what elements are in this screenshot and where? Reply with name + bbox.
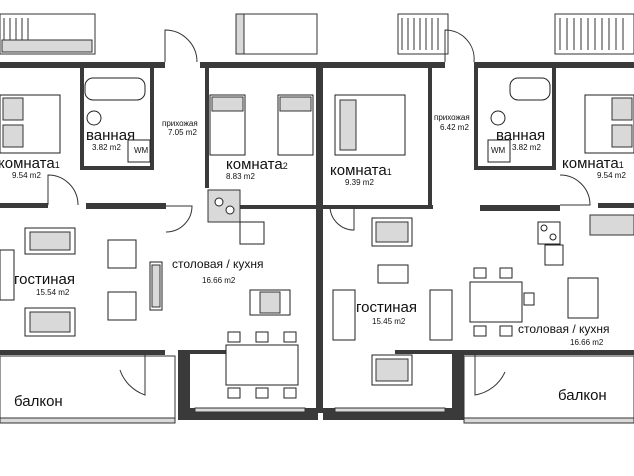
bath-fixtures-left — [84, 77, 151, 163]
room-mid-name: комната1 — [330, 162, 392, 179]
kitchen-left — [149, 189, 291, 316]
living-left-area: 15.54 m2 — [36, 288, 70, 297]
kitchen-right — [537, 214, 634, 319]
living-mid-furniture — [332, 217, 453, 386]
dining-left-area: 16.66 m2 — [202, 276, 236, 285]
hall-left-area: 7.05 m2 — [168, 128, 197, 137]
hall-right-name: прихожая — [434, 113, 470, 122]
bath-fixtures-right — [487, 77, 551, 163]
dining-right-area: 16.66 m2 — [570, 338, 604, 347]
room-2-name: комната2 — [226, 156, 288, 173]
doors — [47, 29, 591, 396]
dining-table-right — [469, 267, 535, 337]
bed-mid — [334, 94, 406, 156]
dining-left-name: столовая / кухня — [172, 257, 264, 271]
bath-right-name: ванная — [496, 127, 546, 144]
room-2-area: 8.83 m2 — [226, 172, 255, 181]
top-balcony-right — [554, 13, 634, 55]
bed-room2 — [209, 94, 314, 156]
bottom-balcony-left — [0, 355, 176, 424]
bath-left-name: ванная — [86, 127, 136, 144]
windows — [194, 407, 446, 413]
balcony-left-name: балкон — [14, 393, 63, 410]
bottom-balcony-right — [463, 355, 634, 424]
room-right-name: комната1 — [562, 155, 624, 172]
living-mid-area: 15.45 m2 — [372, 317, 406, 326]
bed-right — [584, 94, 634, 154]
room-left-area: 9.54 m2 — [12, 171, 41, 180]
top-balcony-center-right — [397, 13, 449, 55]
bed-left — [0, 94, 61, 154]
living-mid-name: гостиная — [356, 299, 417, 316]
room-left-name: комната1 — [0, 155, 60, 172]
top-balcony-left — [0, 13, 96, 55]
dining-table-left — [225, 331, 299, 399]
bath-right-wm: WM — [491, 146, 506, 155]
hall-left-name: прихожая — [162, 119, 198, 128]
living-left-name: гостиная — [14, 271, 75, 288]
living-left-furniture — [0, 227, 137, 337]
bath-left-area: 3.82 m2 — [92, 143, 121, 152]
hall-right-area: 6.42 m2 — [440, 123, 469, 132]
bath-left-wm: WM — [134, 146, 149, 155]
bath-right-area: 3.82 m2 — [512, 143, 541, 152]
room-mid-area: 9.39 m2 — [345, 178, 374, 187]
room-right-area: 9.54 m2 — [597, 171, 626, 180]
top-balcony-mid — [235, 13, 318, 55]
balcony-right-name: балкон — [558, 387, 607, 404]
dining-right-name: столовая / кухня — [518, 322, 610, 336]
